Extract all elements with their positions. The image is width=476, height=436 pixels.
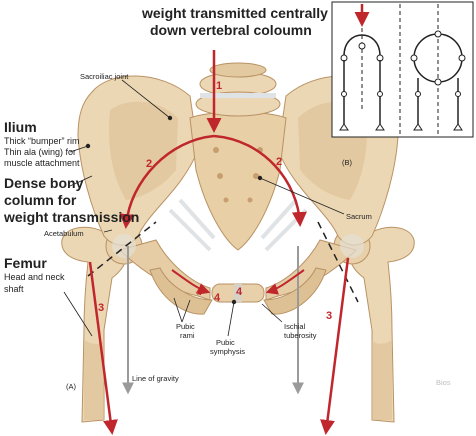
numeral-2-right: 2 [276, 156, 283, 168]
label-line-of-gravity: Line of gravity [132, 374, 179, 383]
label-pubic-rami-1: Pubic [176, 322, 195, 331]
label-watermark: Bios [436, 378, 451, 387]
label-sacroiliac-joint: Sacroiliac joint [80, 72, 129, 81]
label-dense-column-3: weight transmission [4, 209, 140, 225]
numeral-2-left: 2 [146, 158, 153, 170]
label-ilium-muscle: muscle attachment [4, 158, 80, 168]
numeral-4-middle: 4 [214, 292, 221, 304]
label-ischial-2: tuberosity [284, 331, 317, 340]
sacrum-and-spine [168, 62, 308, 252]
arrow-2-right [213, 134, 307, 227]
label-ilium-ala: Thin ala (wing) for [4, 147, 77, 157]
label-ilium-rim: Thick “bumper” rim [4, 136, 80, 146]
panel-b-inset [331, 1, 474, 138]
label-femur-head-neck: Head and neck [4, 272, 65, 282]
weight-arrows [88, 50, 350, 435]
right-neck-axis [317, 221, 359, 303]
right-acetabulum [340, 234, 364, 258]
label-dense-column-2: column for [4, 192, 77, 208]
arrow-3-left [88, 261, 118, 435]
arrow-4-right [265, 269, 305, 295]
numeral-1: 1 [216, 80, 223, 92]
label-pubic-rami-2: rami [180, 331, 195, 340]
numeral-3-left: 3 [98, 302, 105, 314]
label-femur: Femur [4, 255, 47, 271]
numeral-3-right: 3 [326, 310, 333, 322]
left-acetabulum [112, 234, 136, 258]
arrow-2-left [119, 134, 215, 229]
label-pubic-symphysis-2: symphysis [210, 347, 246, 356]
headline-line-2: down vertebral coloumn [150, 22, 312, 38]
label-femur-shaft: shaft [4, 284, 24, 294]
arrow-3-right [320, 257, 350, 435]
numeral-4-left: 4 [196, 286, 203, 298]
left-neck-axis [87, 221, 157, 277]
label-panel-a: (A) [66, 382, 76, 391]
label-panel-b: (B) [342, 158, 352, 167]
label-ischial-1: Ischial [284, 322, 306, 331]
label-ilium: Ilium [4, 119, 37, 135]
headline-line-1: weight transmitted centrally [142, 5, 328, 21]
numeral-4-right: 4 [236, 286, 243, 298]
label-acetabulum: Acetabulum [44, 229, 84, 238]
leader-lines [63, 79, 345, 337]
label-dense-column-1: Dense bony [4, 175, 84, 191]
label-pubic-symphysis-1: Pubic [216, 338, 235, 347]
arrow-4-left [171, 269, 211, 295]
label-sacrum: Sacrum [346, 212, 372, 221]
